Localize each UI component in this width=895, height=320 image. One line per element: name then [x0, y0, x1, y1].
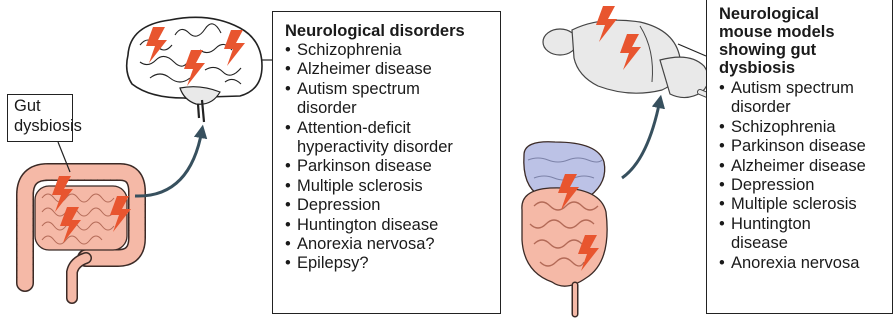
curved-arrow-icon	[622, 100, 660, 178]
gut-dysbiosis-label: Gut dysbiosis	[7, 94, 73, 142]
mouse-models-box: Neurological mouse models showing gut dy…	[706, 0, 893, 314]
list-item: Depression	[719, 176, 890, 195]
list-item: Schizophrenia	[719, 118, 890, 137]
list-item: Multiple sclerosis	[285, 177, 494, 196]
list-item: Anorexia nervosa?	[285, 235, 494, 254]
list-item: Parkinson disease	[719, 137, 890, 156]
disorder-list: Schizophrenia Alzheimer disease Autism s…	[285, 41, 494, 274]
gut-label-line2: dysbiosis	[14, 116, 66, 136]
box-title: Neurological mouse models showing gut dy…	[719, 5, 869, 77]
list-item: Depression	[285, 196, 494, 215]
mouse-model-list: Autism spectrum disorder Schizophrenia P…	[719, 79, 890, 273]
list-item: Alzheimer disease	[285, 60, 494, 79]
list-item: Anorexia nervosa	[719, 254, 890, 273]
list-item: Autism spectrum disorder	[285, 80, 469, 119]
list-item: Multiple sclerosis	[719, 195, 890, 214]
list-item: Huntington disease	[719, 215, 841, 254]
list-item: Alzheimer disease	[719, 157, 890, 176]
box-title: Neurological disorders	[285, 22, 494, 40]
list-item: Huntington disease	[285, 216, 494, 235]
list-item: Schizophrenia	[285, 41, 494, 60]
list-item: Attention-deficit hyperactivity disorder	[285, 119, 494, 158]
list-item: Epilepsy?	[285, 254, 494, 273]
list-item: Parkinson disease	[285, 157, 494, 176]
mouse-gut-icon	[522, 142, 607, 314]
list-item: Autism spectrum disorder	[719, 79, 891, 118]
mouse-brain-icon	[543, 20, 724, 102]
neurological-disorders-box: Neurological disorders Schizophrenia Alz…	[272, 11, 501, 314]
gut-label-line1: Gut	[14, 96, 66, 116]
